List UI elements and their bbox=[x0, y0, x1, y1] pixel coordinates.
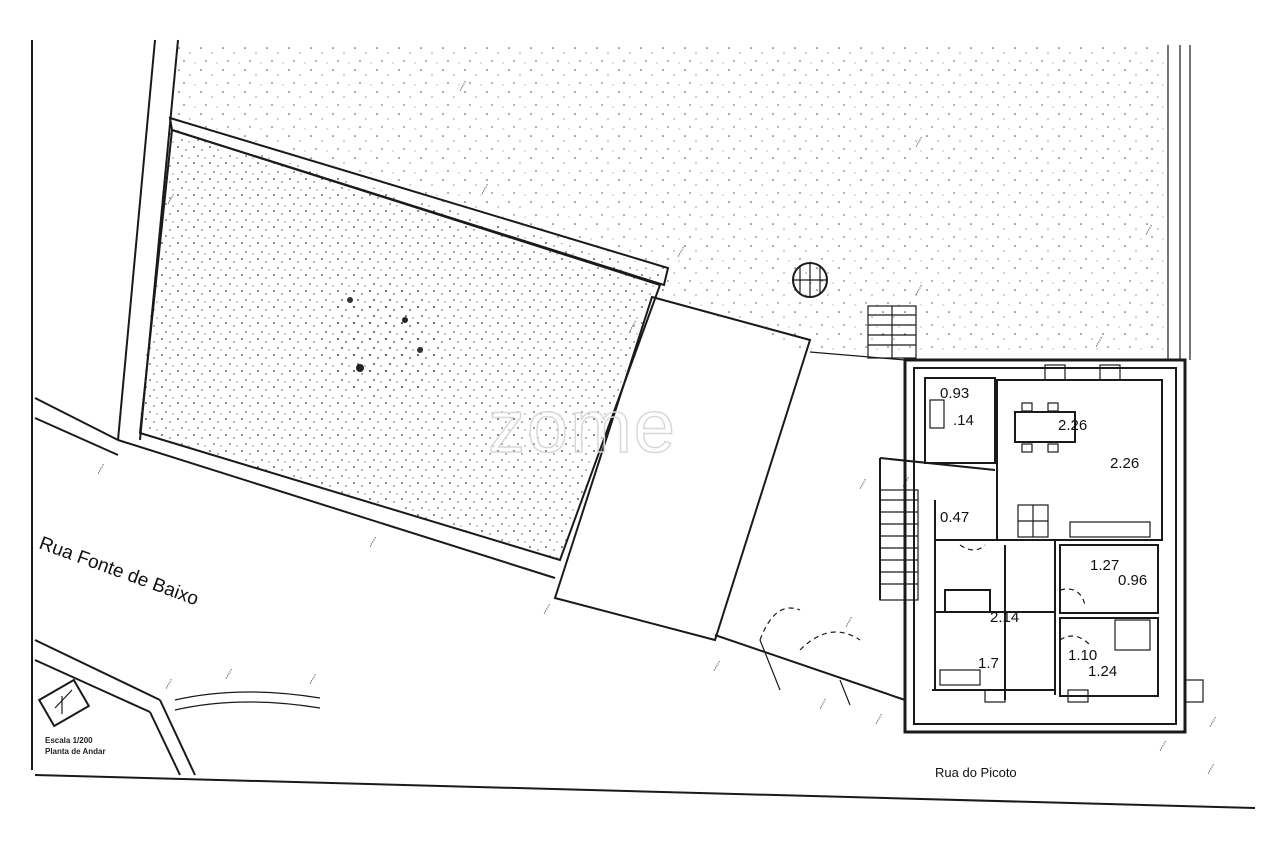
site-boundary-lines bbox=[31, 39, 1256, 809]
garden-parcel bbox=[34, 116, 670, 579]
room-dimensions: 0.93 .14 2.26 2.26 0.47 1.27 0.96 2.14 1… bbox=[940, 385, 1147, 680]
svg-text:·····: ····· bbox=[224, 667, 236, 681]
dimension-014: .14 bbox=[953, 412, 974, 429]
svg-text:·····: ····· bbox=[1206, 762, 1218, 776]
dimension-17: 1.7 bbox=[978, 655, 999, 672]
svg-text:·····: ····· bbox=[901, 475, 913, 489]
interior-stairs bbox=[880, 499, 1049, 585]
dimension-047: 0.47 bbox=[940, 509, 969, 526]
scale-note-line1: Escala 1/200 bbox=[45, 736, 93, 745]
furniture bbox=[929, 364, 1204, 703]
svg-text:·····: ····· bbox=[914, 135, 926, 149]
zome-watermark: zome bbox=[488, 385, 677, 468]
svg-text:·····: ····· bbox=[1158, 739, 1170, 753]
dimension-226-horizontal: 2.26 bbox=[1058, 417, 1087, 434]
svg-text:·····: ····· bbox=[628, 319, 640, 333]
svg-text:·····: ····· bbox=[164, 677, 176, 691]
interior-walls bbox=[879, 377, 1163, 700]
street-label-rua-do-picoto: Rua do Picoto bbox=[935, 765, 1017, 780]
exterior-stairs-top bbox=[867, 305, 917, 359]
svg-text:·····: ····· bbox=[874, 712, 886, 726]
svg-text:·····: ····· bbox=[1144, 223, 1156, 237]
svg-text:·····: ····· bbox=[166, 192, 178, 206]
svg-text:·····: ····· bbox=[676, 245, 688, 259]
road-lines bbox=[34, 634, 906, 776]
elevation-markers: ····· ····· ····· ····· ····· ····· ····… bbox=[96, 79, 1220, 776]
dimension-127: 1.27 bbox=[1090, 557, 1119, 574]
north-arrow-icon bbox=[37, 678, 91, 728]
svg-text:·····: ····· bbox=[308, 672, 320, 686]
street-label-rua-fonte-de-baixo: Rua Fonte de Baixo bbox=[36, 533, 201, 610]
door-swings bbox=[759, 544, 1091, 706]
svg-text:·····: ····· bbox=[96, 462, 108, 476]
dimension-093: 0.93 bbox=[940, 385, 969, 402]
terrain-stipple-area bbox=[138, 45, 1165, 560]
svg-text:·····: ····· bbox=[1094, 335, 1106, 349]
svg-text:·····: ····· bbox=[542, 602, 554, 616]
svg-text:·····: ····· bbox=[458, 79, 470, 93]
svg-text:·····: ····· bbox=[712, 659, 724, 673]
dimension-124: 1.24 bbox=[1088, 663, 1117, 680]
dimension-096: 0.96 bbox=[1118, 572, 1147, 589]
tree-symbol bbox=[323, 282, 447, 398]
svg-text:·····: ····· bbox=[818, 697, 830, 711]
scale-note-line2: Planta de Andar bbox=[45, 747, 106, 756]
well-symbol bbox=[792, 262, 828, 298]
svg-text:·····: ····· bbox=[368, 535, 380, 549]
driveway-path bbox=[553, 295, 812, 642]
svg-text:·····: ····· bbox=[1208, 715, 1220, 729]
svg-text:·····: ····· bbox=[844, 615, 856, 629]
svg-text:·····: ····· bbox=[914, 283, 926, 297]
svg-text:·····: ····· bbox=[858, 477, 870, 491]
dimension-226-vertical: 2.26 bbox=[1110, 455, 1139, 472]
dimension-214: 2.14 bbox=[990, 609, 1019, 626]
dining-table bbox=[1014, 402, 1151, 538]
dimension-110: 1.10 bbox=[1068, 647, 1097, 664]
svg-text:·····: ····· bbox=[480, 182, 492, 196]
